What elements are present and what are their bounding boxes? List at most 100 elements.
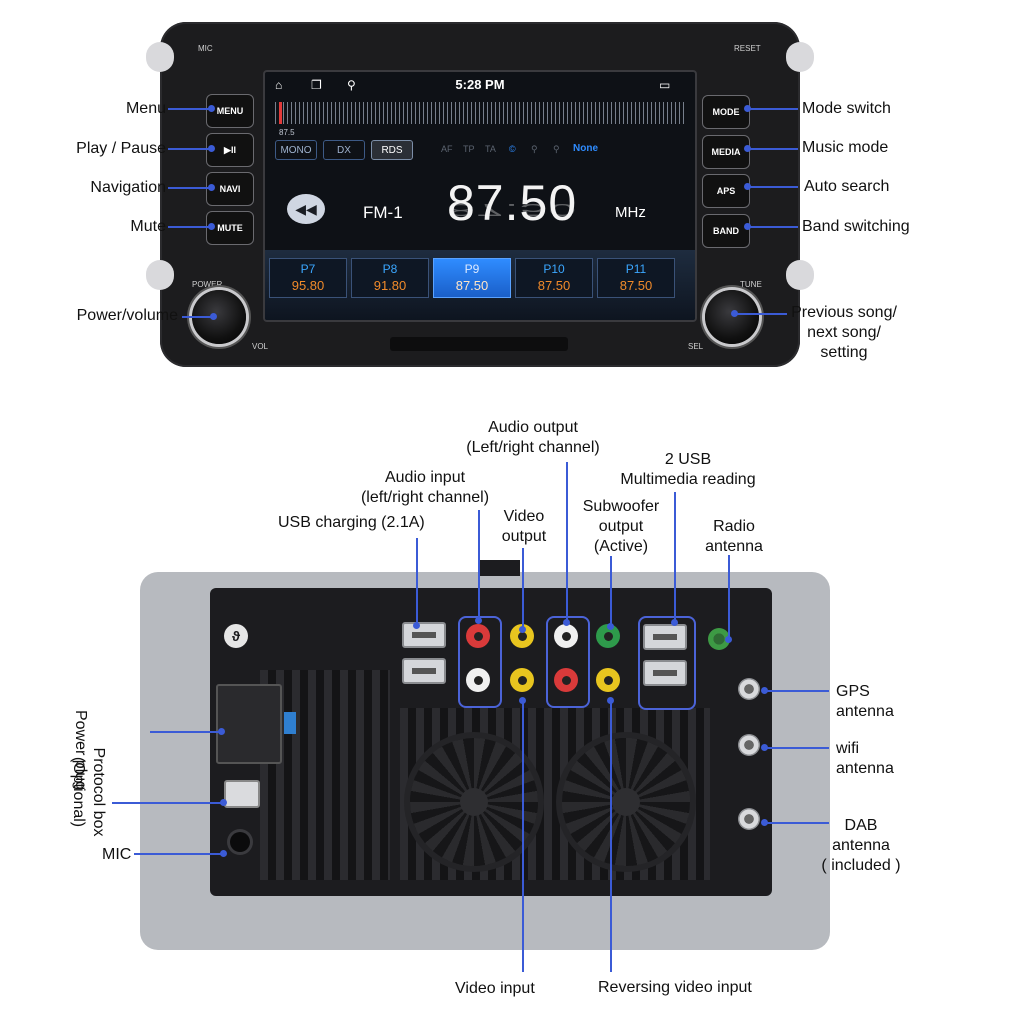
callout-line — [168, 148, 212, 150]
band-button[interactable]: BAND — [702, 214, 750, 248]
label-2-usb: 2 USB Multimedia reading — [620, 451, 756, 488]
callout-dot — [744, 183, 751, 190]
preset-p9[interactable]: P9 87.50 — [433, 258, 511, 298]
mount-ear — [786, 260, 814, 290]
cast-icon[interactable]: ▭ — [659, 78, 671, 92]
rewind-icon[interactable]: ◀◀ — [287, 194, 325, 224]
callout-dot — [208, 105, 215, 112]
usb-multimedia-port[interactable] — [643, 660, 687, 686]
preset-p11[interactable]: P11 87.50 — [597, 258, 675, 298]
callout-dot — [607, 697, 614, 704]
label-radio-antenna: Radio antenna — [705, 518, 763, 555]
bottom-slot — [390, 337, 568, 351]
usb-multimedia-group — [638, 616, 696, 710]
rds-chip[interactable]: RDS — [371, 140, 413, 160]
mic-jack[interactable] — [230, 832, 250, 852]
callout-line — [168, 108, 212, 110]
preset-p8[interactable]: P8 91.80 — [351, 258, 429, 298]
label-wifi-antenna: wifi antenna — [836, 740, 894, 777]
label-video-output: Video output — [501, 508, 547, 545]
label-mic: MIC — [102, 846, 132, 863]
callout-dot — [519, 626, 526, 633]
callout-line — [748, 186, 798, 188]
mode-button[interactable]: MODE — [702, 95, 750, 129]
audio-input-left[interactable] — [466, 668, 490, 692]
label-subwoofer: Subwoofer output (Active) — [582, 498, 660, 555]
audio-output-left[interactable] — [554, 624, 578, 648]
callout-line — [735, 313, 787, 315]
wifi-antenna-port[interactable] — [738, 734, 760, 756]
band-label: FM-1 — [363, 203, 403, 222]
radio-antenna-port[interactable] — [708, 628, 730, 650]
label-dab-antenna: DAB antenna ( included ) — [821, 817, 901, 874]
media-button[interactable]: MEDIA — [702, 135, 750, 169]
label-prev-next: Previous song/ next song/ setting — [791, 304, 897, 361]
callout-dot — [563, 619, 570, 626]
callout-dot — [744, 223, 751, 230]
callout-line — [182, 316, 214, 318]
mono-chip[interactable]: MONO — [275, 140, 317, 160]
callout-dot — [744, 105, 751, 112]
windows-icon[interactable]: ❐ — [311, 78, 322, 92]
usb-multimedia-port[interactable] — [643, 624, 687, 650]
copyright-icon: © — [509, 144, 516, 154]
label-mute: Mute — [130, 218, 166, 235]
front-panel: MIC RESET POWER VOL TUNE SEL MENU ▶II NA… — [146, 22, 814, 367]
label-protocol-box: Protocol box (Optional) — [70, 747, 107, 837]
callout-line — [748, 108, 798, 110]
callout-dot — [607, 623, 614, 630]
label-audio-output: Audio output (Left/right channel) — [466, 419, 600, 456]
gps-antenna-port[interactable] — [738, 678, 760, 700]
logo-icon: ϑ — [224, 624, 248, 648]
callout-dot — [208, 223, 215, 230]
audio-input-right[interactable] — [466, 624, 490, 648]
callout-dot — [208, 145, 215, 152]
protocol-box-connector[interactable] — [224, 780, 260, 808]
callout-dot — [731, 310, 738, 317]
reset-text: RESET — [734, 44, 761, 53]
mic-text: MIC — [198, 44, 213, 53]
dx-chip[interactable]: DX — [323, 140, 365, 160]
label-navigation: Navigation — [90, 179, 166, 196]
video-input-port[interactable] — [510, 668, 534, 692]
usb-icon: ⚲ — [347, 78, 356, 92]
power-plug-connector[interactable] — [216, 684, 282, 764]
tuner-scale[interactable] — [275, 102, 685, 124]
dab-antenna-port[interactable] — [738, 808, 760, 830]
preset-p7[interactable]: P7 95.80 — [269, 258, 347, 298]
callout-line — [748, 148, 798, 150]
sel-text: SEL — [688, 342, 704, 351]
reversing-video-port[interactable] — [596, 668, 620, 692]
usb-charging-port[interactable] — [402, 658, 446, 684]
callout-line — [728, 555, 730, 639]
frequency-reflection: 87.50 — [447, 200, 578, 220]
power-text: POWER — [192, 280, 223, 289]
tune-knob[interactable] — [705, 290, 759, 344]
callout-dot — [220, 850, 227, 857]
frequency-display: 87.50 — [447, 175, 578, 231]
af-flag: AF — [441, 144, 453, 154]
label-gps-antenna: GPS antenna — [836, 683, 894, 720]
audio-output-group — [546, 616, 590, 708]
callout-dot — [725, 636, 732, 643]
aps-button[interactable]: APS — [702, 174, 750, 208]
label-reversing-video: Reversing video input — [598, 979, 752, 996]
home-icon[interactable]: ⌂ — [275, 78, 283, 92]
rds-none: None — [573, 143, 598, 154]
cooling-fan-left — [410, 738, 538, 866]
callout-dot — [218, 728, 225, 735]
callout-dot — [671, 619, 678, 626]
search-icon[interactable]: ⚲ — [531, 144, 538, 154]
audio-output-right[interactable] — [554, 668, 578, 692]
label-usb-charging: USB charging (2.1A) — [278, 514, 425, 531]
callout-line — [748, 226, 798, 228]
menu-button[interactable]: MENU — [206, 94, 254, 128]
clock: 5:28 PM — [455, 77, 505, 92]
rear-panel: ϑ — [130, 560, 835, 960]
callout-dot — [744, 145, 751, 152]
usb-charging-port[interactable] — [402, 622, 446, 648]
search-icon-2[interactable]: ⚲ — [553, 144, 560, 154]
label-video-input: Video input — [455, 980, 535, 997]
callout-dot — [761, 819, 768, 826]
preset-p10[interactable]: P10 87.50 — [515, 258, 593, 298]
